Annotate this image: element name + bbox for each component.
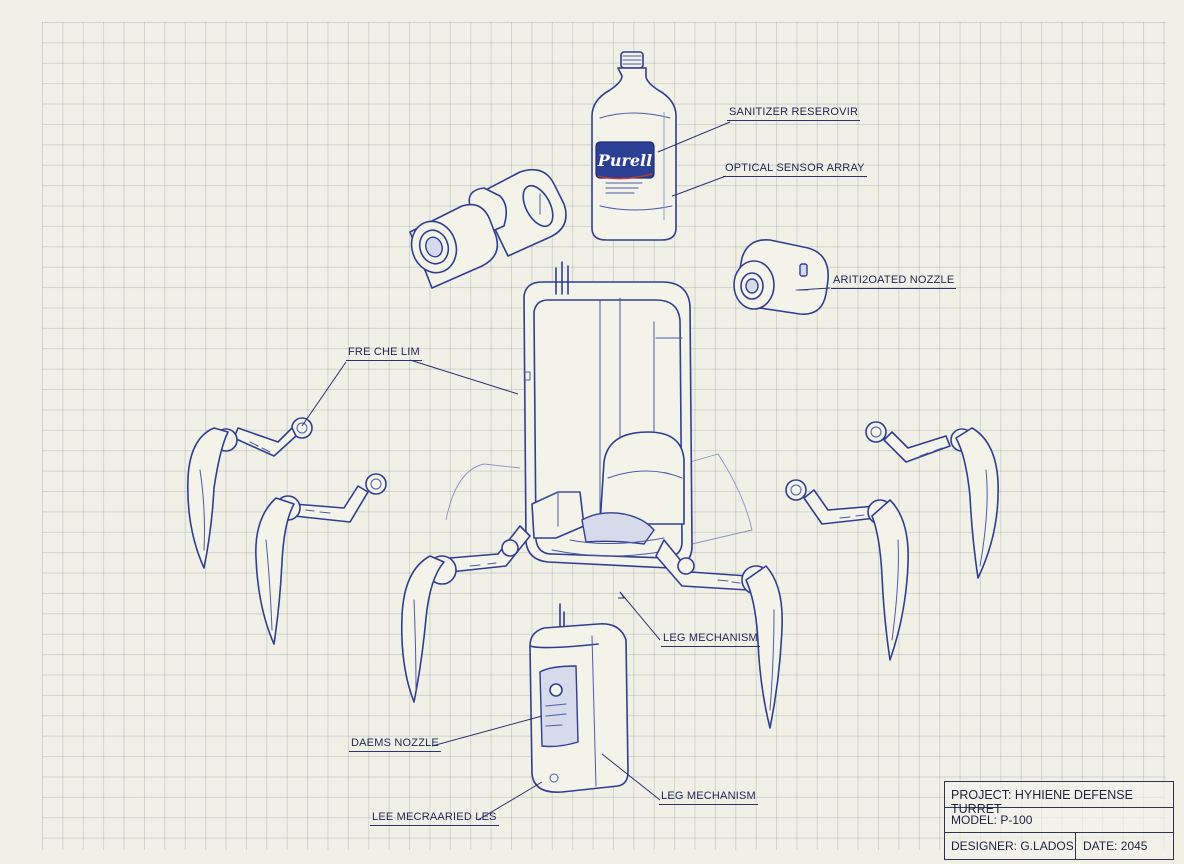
leader-lines	[301, 121, 831, 821]
leg-far-left	[187, 417, 313, 569]
sanitizer-bottle: Purell	[591, 51, 677, 241]
optical-sensor-camera	[409, 168, 567, 289]
label-optical-sensor-array: OPTICAL SENSOR ARRAY	[723, 162, 867, 177]
label-sanitizer-reservoir: SANITIZER RESEROVIR	[727, 106, 861, 121]
title-block-model: MODEL: P-100	[945, 808, 1173, 833]
leg-far-right	[865, 421, 999, 579]
label-leg-mechanism-upper: LEG MECHANISM	[661, 632, 760, 647]
dispenser-unit	[529, 603, 629, 793]
title-block-designer: DESIGNER: G.LADOS	[951, 839, 1074, 853]
main-housing	[445, 261, 753, 569]
label-daems-nozzle: DAEMS NOZZLE	[349, 737, 441, 752]
label-lee-mecraaried-les: LEE MECRAARIED LES	[370, 811, 499, 826]
title-block-bottom-row: DESIGNER: G.LADOS DATE: 2045	[945, 833, 1173, 859]
label-frame-chelim: FRE CHE LIM	[346, 346, 422, 361]
leg-right	[785, 479, 909, 661]
leg-left	[255, 473, 387, 645]
title-block-date: DATE: 2045	[1083, 839, 1148, 853]
title-block: PROJECT: HYHIENE DEFENSE TURRET MODEL: P…	[944, 781, 1174, 860]
bottle-brand-text: Purell	[597, 151, 652, 170]
title-block-divider	[1075, 833, 1076, 859]
label-articulated-nozzle: ARITI2OATED NOZZLE	[831, 274, 957, 289]
label-leg-mechanism-lower: LEG MECHANISM	[659, 790, 758, 805]
leg-center-left	[400, 525, 531, 703]
title-block-project: PROJECT: HYHIENE DEFENSE TURRET	[945, 782, 1173, 816]
articulated-nozzle-part	[733, 239, 829, 315]
leg-center-right	[655, 539, 783, 729]
